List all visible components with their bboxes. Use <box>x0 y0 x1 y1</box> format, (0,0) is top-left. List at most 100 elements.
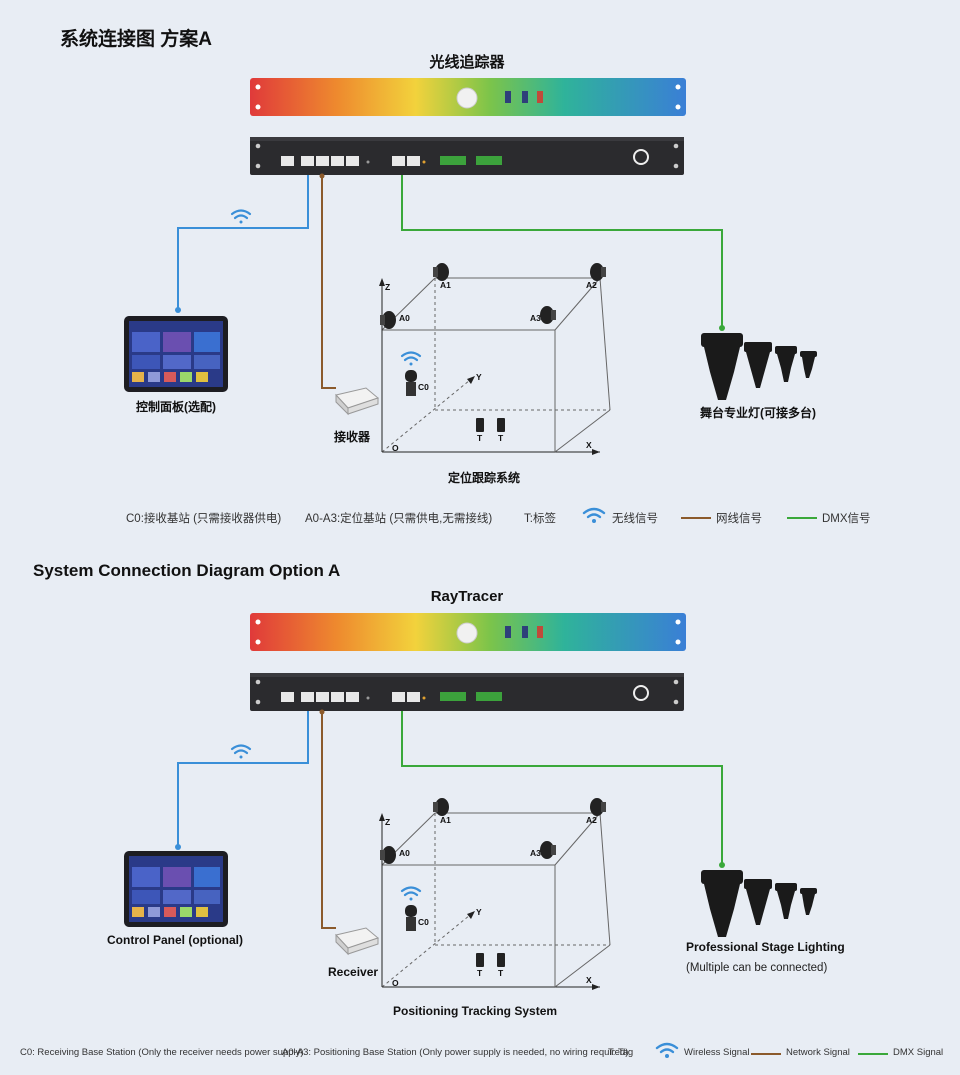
page-title-en: System Connection Diagram Option A <box>33 561 341 580</box>
raytracer-rear-panel <box>250 137 684 175</box>
base-station-a3-icon <box>540 841 556 859</box>
base-station-a0-icon <box>380 846 396 864</box>
control-panel-label-en: Control Panel (optional) <box>107 933 243 947</box>
network-wire <box>321 711 336 929</box>
tag-icon <box>476 418 484 432</box>
power-knob-icon <box>456 622 478 644</box>
usb-port-icon <box>505 626 511 638</box>
tag-label: T <box>498 433 504 443</box>
control-panel-label-cn: 控制面板(选配) <box>136 400 216 414</box>
dmx-wire <box>401 711 723 863</box>
wireless-wire <box>177 175 309 308</box>
base-station-a0-icon <box>380 311 396 329</box>
raytracer-rear-panel <box>250 673 684 711</box>
station-a3-label: A3 <box>530 313 541 323</box>
legend-dmx-cn: DMX信号 <box>822 513 871 525</box>
station-a1-label: A1 <box>440 280 451 290</box>
tag-label: T <box>477 433 483 443</box>
receiving-station-c0-icon <box>405 370 417 396</box>
axis-o-label: O <box>392 978 399 988</box>
base-station-a2-icon <box>590 798 606 816</box>
power-knob-icon <box>456 87 478 109</box>
raytracer-front-panel <box>250 613 686 651</box>
wifi-icon <box>230 209 252 224</box>
legend-wireless-cn: 无线信号 <box>612 513 658 525</box>
legend-network-cn: 网线信号 <box>716 513 762 525</box>
page-title-cn: 系统连接图 方案A <box>60 29 213 50</box>
device-title-cn: 光线追踪器 <box>429 54 505 71</box>
power-button-icon <box>633 149 649 165</box>
legend-c0-cn: C0:接收基站 (只需接收器供电) <box>126 513 282 525</box>
legend-wifi-icon <box>582 507 606 523</box>
axis-x-label: X <box>586 975 592 985</box>
legend-a0a3-en: A0-A3: Positioning Base Station (Only po… <box>282 1047 629 1058</box>
station-c0-label: C0 <box>418 382 429 392</box>
ethernet-ports <box>281 156 420 166</box>
tracking-cube <box>379 812 611 990</box>
stage-light-icon <box>701 333 817 400</box>
tag-label: T <box>477 968 483 978</box>
wireless-wire <box>177 711 309 845</box>
base-station-a2-icon <box>590 263 606 281</box>
system-label-en: Positioning Tracking System <box>393 1004 558 1018</box>
dmx-wire <box>401 175 723 326</box>
lights-label-cn: 舞台专业灯(可接多台) <box>700 406 816 420</box>
receiver-label-cn: 接收器 <box>334 430 371 444</box>
stage-light-icon <box>701 870 817 937</box>
ethernet-ports <box>281 692 420 702</box>
station-a1-label: A1 <box>440 815 451 825</box>
legend-network-en: Network Signal <box>786 1047 850 1058</box>
station-a0-label: A0 <box>399 848 410 858</box>
legend-dmx-line <box>787 517 817 519</box>
axis-x-label: X <box>586 440 592 450</box>
station-a2-label: A2 <box>586 280 597 290</box>
tag-icon <box>476 953 484 967</box>
receiver-device-icon <box>335 387 380 416</box>
wifi-icon <box>400 886 422 901</box>
usb-port-icon <box>522 91 528 103</box>
station-c0-label: C0 <box>418 917 429 927</box>
wifi-icon <box>230 744 252 759</box>
raytracer-front-panel <box>250 78 686 116</box>
axis-z-label: Z <box>385 282 391 292</box>
tag-label: T <box>498 968 504 978</box>
tracking-cube <box>379 277 611 455</box>
usb-port-icon <box>537 91 543 103</box>
tag-icon <box>497 418 505 432</box>
diagram-en <box>124 613 817 990</box>
dmx-terminal-icon <box>440 156 466 165</box>
device-title-en: RayTracer <box>430 588 504 605</box>
legend-network-line <box>751 1053 781 1055</box>
axis-y-label: Y <box>476 907 482 917</box>
receiver-label-en: Receiver <box>328 965 379 979</box>
usb-port-icon <box>505 91 511 103</box>
dmx-terminal-icon <box>476 156 502 165</box>
station-a2-label: A2 <box>586 815 597 825</box>
legend-tag-cn: T:标签 <box>524 513 556 525</box>
dmx-terminal-icon <box>476 692 502 701</box>
usb-port-icon <box>522 626 528 638</box>
control-panel-tablet <box>124 851 228 927</box>
station-a3-label: A3 <box>530 848 541 858</box>
legend-wireless-en: Wireless Signal <box>684 1047 750 1058</box>
legend-network-line <box>681 517 711 519</box>
wifi-icon <box>400 351 422 366</box>
receiver-device-icon <box>335 927 380 956</box>
station-a0-label: A0 <box>399 313 410 323</box>
legend-dmx-line <box>858 1053 888 1055</box>
legend-dmx-en: DMX Signal <box>893 1047 944 1058</box>
legend-tag-en: T: Tag <box>608 1047 634 1058</box>
axis-o-label: O <box>392 443 399 453</box>
usb-port-icon <box>537 626 543 638</box>
axis-z-label: Z <box>385 817 391 827</box>
control-panel-tablet <box>124 316 228 392</box>
legend-wifi-icon <box>655 1042 679 1058</box>
network-wire <box>321 175 336 389</box>
lights-sub-en: (Multiple can be connected) <box>686 962 828 974</box>
receiving-station-c0-icon <box>405 905 417 931</box>
lights-label-en: Professional Stage Lighting <box>686 940 845 954</box>
axis-y-label: Y <box>476 372 482 382</box>
system-label-cn: 定位跟踪系统 <box>448 471 521 485</box>
diagram-cn <box>124 78 817 455</box>
legend-c0-en: C0: Receiving Base Station (Only the rec… <box>20 1047 304 1058</box>
